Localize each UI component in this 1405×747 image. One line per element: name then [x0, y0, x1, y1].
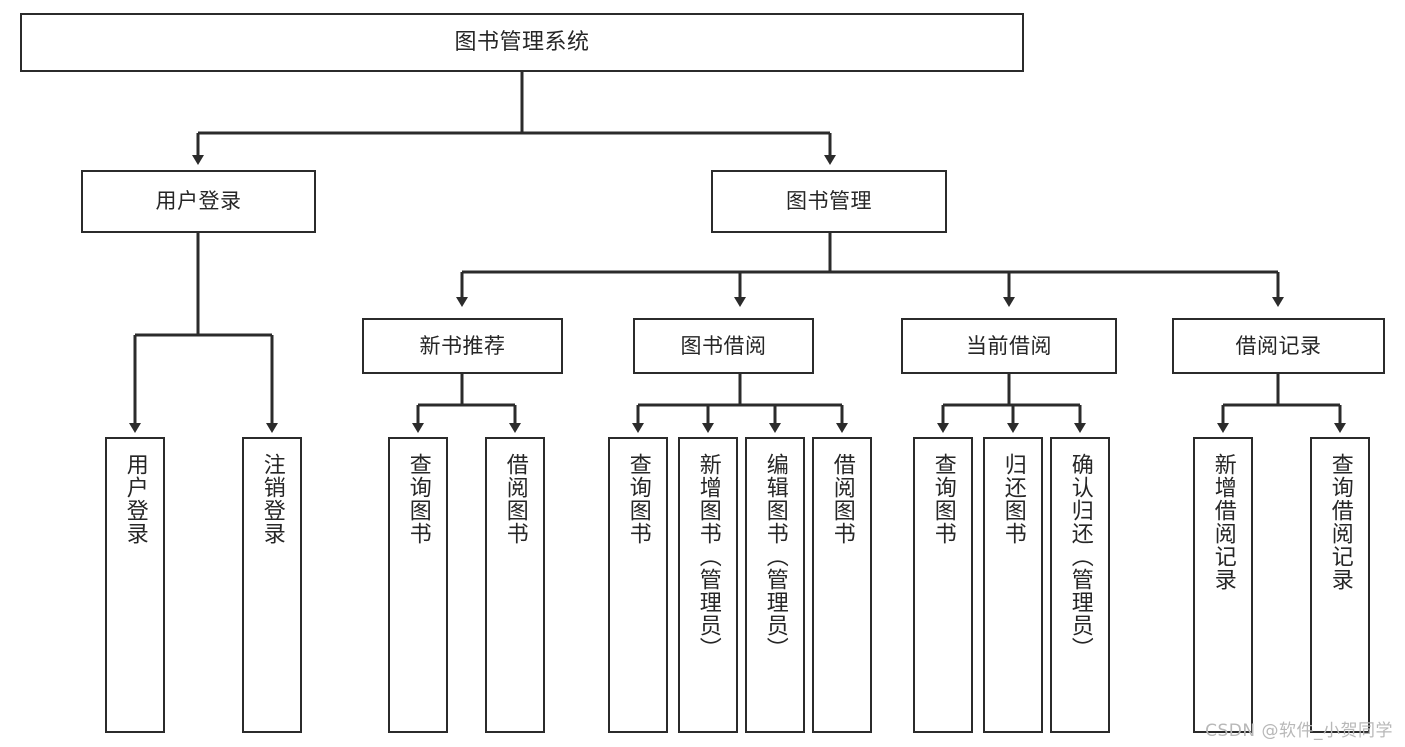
- node-label: 编辑图书（管理员）: [762, 453, 788, 660]
- leaf-query-borrow-record[interactable]: 查询借阅记录: [1310, 437, 1370, 733]
- leaf-add-borrow-record[interactable]: 新增借阅记录: [1193, 437, 1253, 733]
- node-book-management[interactable]: 图书管理: [711, 170, 947, 233]
- node-label: 查询借阅记录: [1327, 453, 1353, 591]
- node-label: 当前借阅: [966, 333, 1052, 358]
- leaf-query-book-current[interactable]: 查询图书: [913, 437, 973, 733]
- node-label: 注销登录: [259, 453, 285, 545]
- leaf-user-login[interactable]: 用户登录: [105, 437, 165, 733]
- node-label: 归还图书: [1000, 453, 1026, 545]
- node-label: 新增借阅记录: [1210, 453, 1236, 591]
- leaf-borrow-book[interactable]: 借阅图书: [812, 437, 872, 733]
- node-label: 新增图书（管理员）: [695, 453, 721, 660]
- leaf-edit-book-admin[interactable]: 编辑图书（管理员）: [745, 437, 805, 733]
- node-label: 新书推荐: [419, 333, 506, 358]
- node-book-borrow[interactable]: 图书借阅: [633, 318, 814, 374]
- node-label: 用户登录: [122, 453, 148, 545]
- leaf-confirm-return-admin[interactable]: 确认归还（管理员）: [1050, 437, 1110, 733]
- node-label: 借阅图书: [829, 453, 855, 545]
- leaf-query-book-borrow[interactable]: 查询图书: [608, 437, 668, 733]
- node-label: 图书借阅: [680, 333, 767, 358]
- node-current-borrow[interactable]: 当前借阅: [901, 318, 1117, 374]
- node-label: 图书管理系统: [454, 29, 590, 55]
- node-label: 确认归还（管理员）: [1067, 453, 1093, 660]
- node-label: 查询图书: [930, 453, 956, 545]
- node-label: 借阅记录: [1235, 333, 1322, 358]
- node-label: 查询图书: [405, 453, 431, 545]
- node-label: 查询图书: [625, 453, 651, 545]
- leaf-borrow-book-recommend[interactable]: 借阅图书: [485, 437, 545, 733]
- leaf-return-book[interactable]: 归还图书: [983, 437, 1043, 733]
- node-root-book-management-system[interactable]: 图书管理系统: [20, 13, 1024, 72]
- node-label: 图书管理: [786, 189, 872, 214]
- leaf-logout[interactable]: 注销登录: [242, 437, 302, 733]
- node-borrow-record[interactable]: 借阅记录: [1172, 318, 1385, 374]
- leaf-query-book-recommend[interactable]: 查询图书: [388, 437, 448, 733]
- node-label: 用户登录: [155, 189, 242, 214]
- node-new-book-recommend[interactable]: 新书推荐: [362, 318, 563, 374]
- node-user-login[interactable]: 用户登录: [81, 170, 316, 233]
- leaf-add-book-admin[interactable]: 新增图书（管理员）: [678, 437, 738, 733]
- node-label: 借阅图书: [502, 453, 528, 545]
